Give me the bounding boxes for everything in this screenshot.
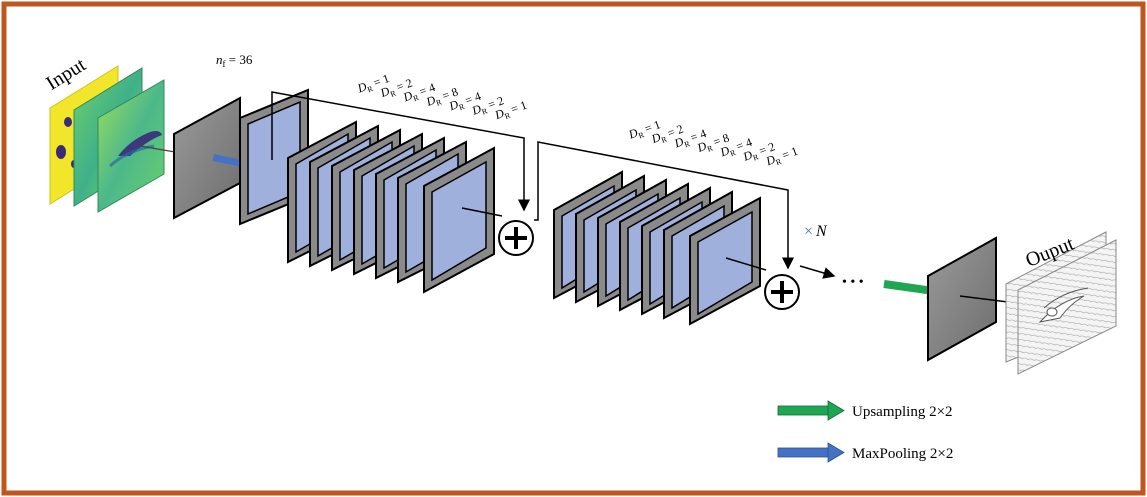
legend-maxpooling-swatch <box>777 442 845 463</box>
legend-upsampling-swatch <box>777 400 845 421</box>
residual-add-node-1 <box>498 220 534 256</box>
final-conv-layer <box>927 236 997 362</box>
output-stack: Ouput <box>1005 231 1117 375</box>
skip-connection-2 <box>534 141 794 270</box>
residual-add-node-2 <box>764 274 800 310</box>
legend-upsampling-label: Upsampling 2×2 <box>852 404 953 420</box>
repeat-label: ×N <box>804 223 828 240</box>
input-stack: Input <box>42 53 165 213</box>
legend: Upsampling 2×2 MaxPooling 2×2 <box>777 400 953 463</box>
skip-connection-1 <box>271 91 530 212</box>
maxpooling-arrow-main <box>212 154 242 167</box>
dilated-block-2 <box>553 170 761 326</box>
block-to-ellipsis-arrow <box>799 265 836 279</box>
dilation-rate-label: DR = 8 <box>694 130 731 157</box>
dilated-block-1 <box>239 88 495 294</box>
ellipsis: • • • <box>842 275 864 290</box>
dilation-rate-label: DR = 4 <box>446 89 483 116</box>
legend-maxpooling-label: MaxPooling 2×2 <box>852 446 953 462</box>
dilation-rate-label: DR = 8 <box>423 84 460 111</box>
nf-label: nf = 36 <box>216 52 253 69</box>
